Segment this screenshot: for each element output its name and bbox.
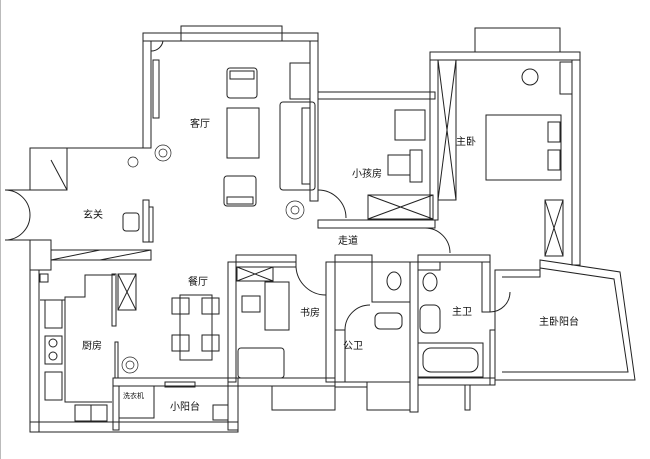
room-label-kids-room: 小孩房 [352,167,382,180]
room-label-entrance: 玄关 [83,208,103,221]
dining-table [171,294,220,361]
living-room-furniture [223,62,316,207]
room-label-master-bedroom: 主卧 [456,135,476,148]
entrance-walls [4,147,154,271]
master-balcony-walls [494,259,636,381]
plant-icon [121,144,305,374]
washing-machine-label: 洗衣机 [123,391,144,400]
room-label-master-bathroom: 主卫 [452,306,472,318]
room-label-corridor: 走道 [338,234,358,247]
kitchen-walls [29,269,239,433]
room-label-public-bathroom: 公卫 [343,341,363,352]
room-label-dining-room: 餐厅 [188,275,208,288]
public-bathroom-walls [334,261,411,411]
master-bedroom-walls [235,27,581,266]
study-walls [227,261,336,411]
room-label-living-room: 客厅 [190,117,210,130]
living-room-walls [142,25,319,202]
kids-room-walls [317,91,436,229]
room-label-small-balcony: 小阳台 [170,400,200,413]
room-label-study: 书房 [300,306,320,319]
room-label-master-balcony: 主卧阳台 [539,315,579,328]
room-label-kitchen: 厨房 [82,339,102,352]
small-balcony-walls [112,377,239,431]
